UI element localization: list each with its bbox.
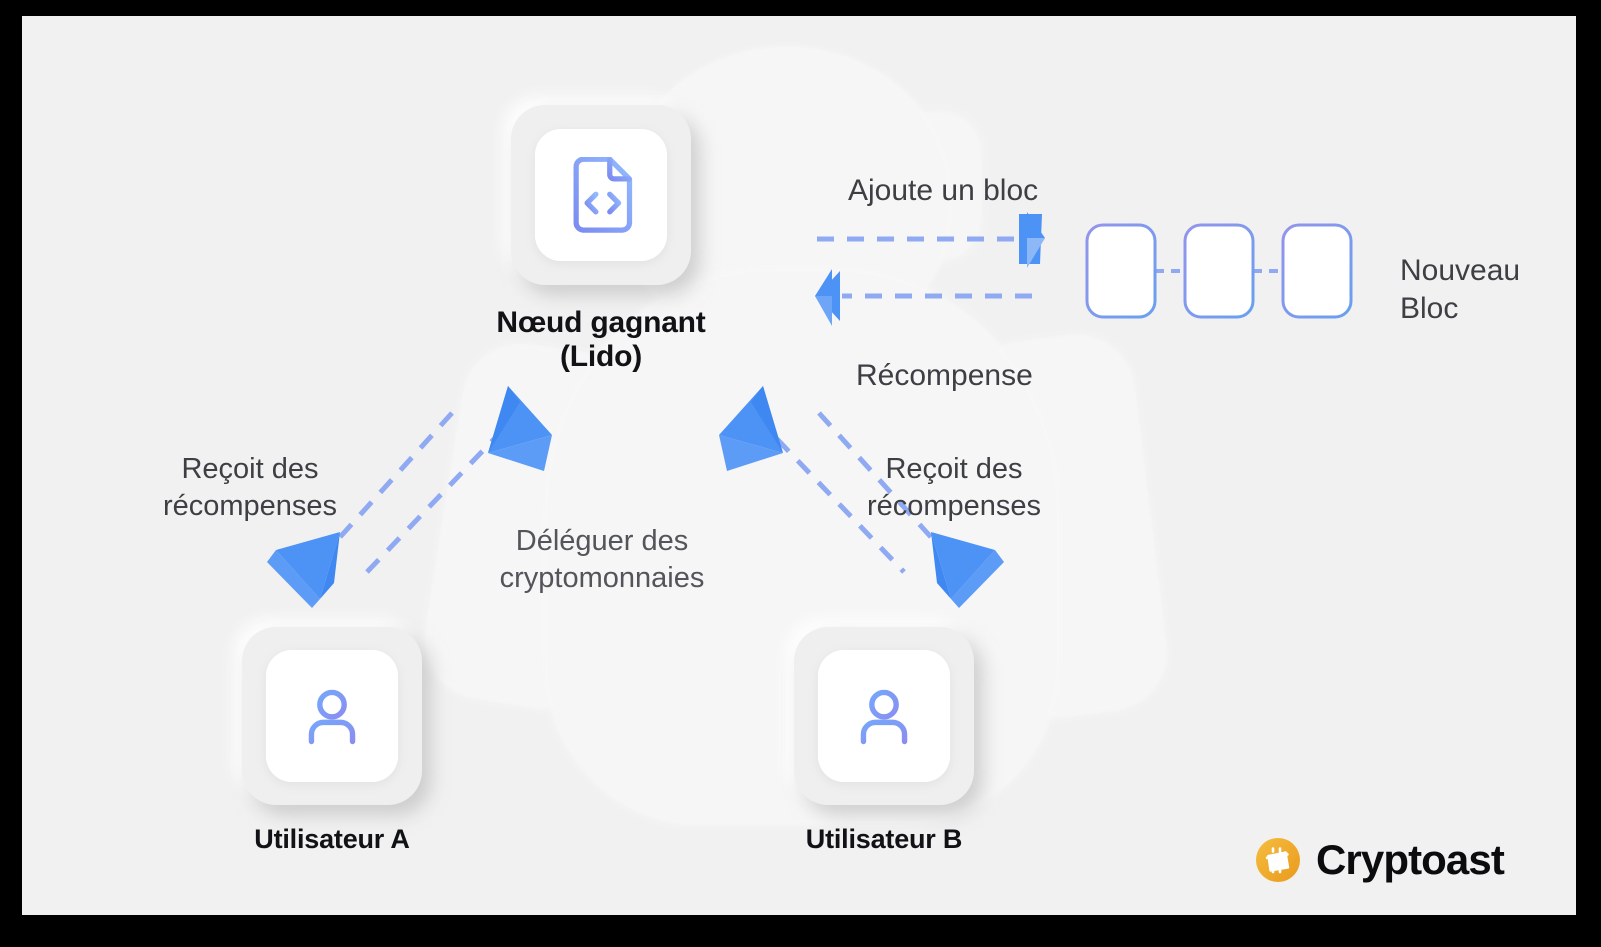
label-reward-user-b-line2: récompenses xyxy=(866,489,1042,522)
winning-node-label: Nœud gagnant (Lido) xyxy=(411,306,791,373)
arrow-add-block xyxy=(817,212,1045,268)
code-file-icon xyxy=(573,157,633,233)
label-reward-user-b: Reçoit des récompenses xyxy=(814,451,1094,524)
winning-node-label-line2: (Lido) xyxy=(559,339,643,373)
winning-node-card[interactable] xyxy=(511,105,691,285)
diagram-canvas: Nœud gagnant (Lido) Utilisateur A xyxy=(22,16,1576,915)
cryptoast-coin-icon xyxy=(1256,838,1300,882)
block-3-new[interactable] xyxy=(1281,223,1353,319)
label-new-block-line2: Bloc xyxy=(1400,291,1459,325)
cryptoast-logo-text: Cryptoast xyxy=(1316,836,1505,883)
label-reward-user-a-line1: Reçoit des xyxy=(181,453,319,485)
label-reward: Récompense xyxy=(856,359,1033,392)
label-reward-user-a-line2: récompenses xyxy=(162,489,338,522)
user-icon xyxy=(860,689,908,745)
label-delegate-line1: Déléguer des xyxy=(515,525,689,557)
user-a-card[interactable] xyxy=(242,627,422,805)
label-reward-user-b-line1: Reçoit des xyxy=(885,453,1023,485)
label-delegate: Déléguer des cryptomonnaies xyxy=(462,523,742,596)
winning-node-label-line1: Nœud gagnant xyxy=(496,306,706,339)
label-add-block: Ajoute un bloc xyxy=(848,174,1039,207)
user-b-card[interactable] xyxy=(794,627,974,805)
label-reward-user-a: Reçoit des récompenses xyxy=(110,451,390,524)
user-icon xyxy=(308,689,356,745)
user-b-icon-tile xyxy=(818,650,950,782)
arrow-reward xyxy=(815,269,1032,326)
label-delegate-line2: cryptomonnaies xyxy=(499,561,705,594)
user-a-label: Utilisateur A xyxy=(254,824,410,854)
block-1[interactable] xyxy=(1085,223,1157,319)
winning-node-icon-tile xyxy=(535,129,667,261)
label-new-block: Nouveau Bloc xyxy=(1400,252,1576,328)
cryptoast-logo: Cryptoast xyxy=(1254,836,1505,884)
user-b-label: Utilisateur B xyxy=(805,824,963,854)
label-new-block-line1: Nouveau xyxy=(1400,254,1521,287)
block-2[interactable] xyxy=(1183,223,1255,319)
user-a-icon-tile xyxy=(266,650,398,782)
